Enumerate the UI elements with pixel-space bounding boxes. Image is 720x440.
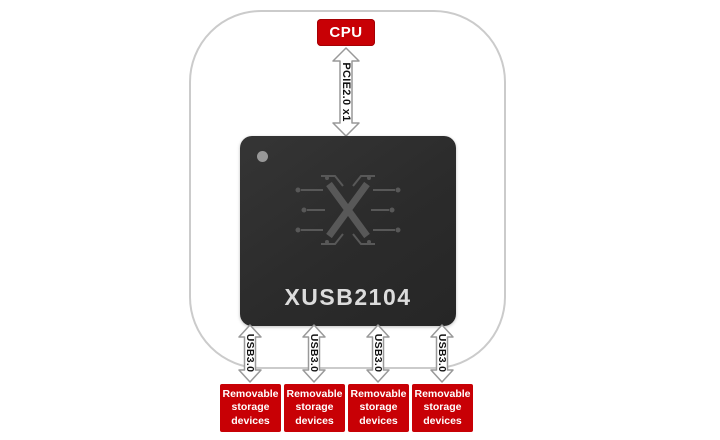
usb-arrow-icon <box>238 324 262 383</box>
chip-part-number: XUSB2104 <box>284 284 412 310</box>
device-box: Removable storage devices <box>284 384 345 432</box>
device-box: Removable storage devices <box>220 384 281 432</box>
device-box-label: Removable storage devices <box>286 388 343 427</box>
usb-bus-label: USB3.0 <box>436 333 448 373</box>
cpu-label: CPU <box>329 24 363 41</box>
chip-logo-icon <box>295 175 401 245</box>
usb-arrow-icon <box>430 324 454 383</box>
usb-bus-label: USB3.0 <box>308 333 320 373</box>
chip: XUSB2104 <box>240 136 456 326</box>
pcie-bus-label: PCIE2.0 x1 <box>340 62 352 122</box>
device-box-label: Removable storage devices <box>222 388 279 427</box>
cpu-box: CPU <box>317 19 375 46</box>
device-box: Removable storage devices <box>348 384 409 432</box>
usb-arrow-icon <box>302 324 326 383</box>
pin1-dot-icon <box>257 151 268 162</box>
device-box: Removable storage devices <box>412 384 473 432</box>
device-box-label: Removable storage devices <box>414 388 471 427</box>
device-box-label: Removable storage devices <box>350 388 407 427</box>
usb-bus-label: USB3.0 <box>244 333 256 373</box>
usb-arrow-icon <box>366 324 390 383</box>
usb-bus-label: USB3.0 <box>372 333 384 373</box>
